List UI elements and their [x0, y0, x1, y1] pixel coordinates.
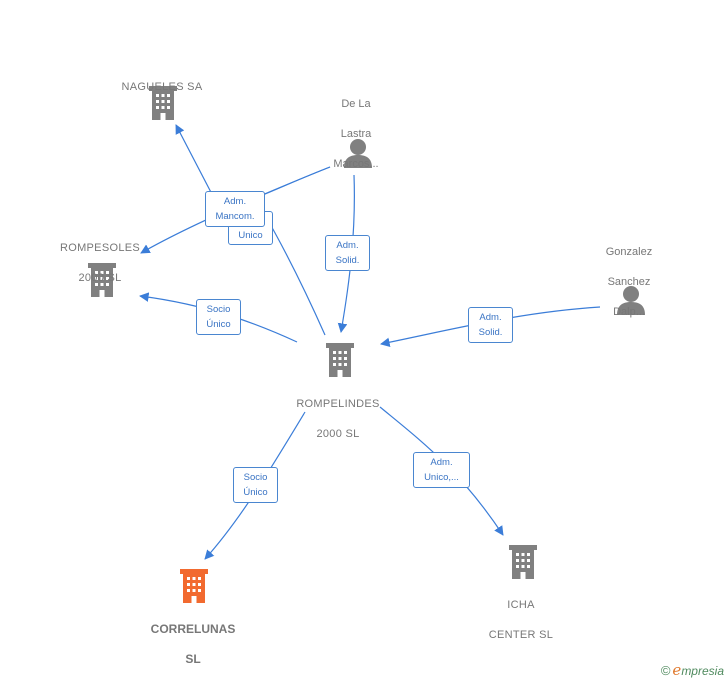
- node-icha[interactable]: ICHA CENTER SL: [466, 583, 576, 658]
- brand-logo-initial: e: [672, 661, 682, 679]
- brand-logo-text: mpresia: [681, 664, 724, 678]
- edge-label-line: Adm.: [223, 196, 247, 207]
- edge-label-line: Único: [243, 487, 268, 498]
- node-label-line: NAGUELES SA: [121, 81, 203, 93]
- copyright-symbol: ©: [660, 663, 671, 678]
- node-label-line: Lastra: [340, 128, 372, 140]
- node-label-line: 2000 SL: [78, 272, 122, 284]
- empresia-watermark: ©empresia: [661, 661, 724, 679]
- node-label-line: ICHA: [507, 599, 535, 611]
- edge-label-line: Adm.: [430, 457, 453, 468]
- edge-rompelindes-unico: [264, 214, 326, 336]
- node-label-line: Sanchez: [607, 276, 651, 288]
- node-rompesoles[interactable]: ROMPESOLES 2000 SL: [45, 226, 155, 301]
- node-label-line: 2000 SL: [316, 428, 360, 440]
- edge-label-line: Unico,...: [424, 472, 459, 483]
- node-label-line: SL: [185, 652, 201, 666]
- edge-label-line: Mancom.: [215, 211, 255, 222]
- node-label-line: De La: [341, 98, 371, 110]
- rompelindes-building-icon: [326, 343, 354, 377]
- edge-label-line: Solid.: [478, 327, 503, 338]
- correlunas-building-icon: [180, 569, 208, 603]
- node-label-line: Gonzalez: [605, 246, 653, 258]
- node-nagueles[interactable]: NAGUELES SA: [102, 65, 222, 110]
- edge-label-line: Socio: [206, 304, 231, 315]
- node-gonzalez[interactable]: Gonzalez Sanchez Dalp...: [589, 230, 669, 335]
- node-label-line: Marcos...: [333, 158, 379, 170]
- edge-label-solid-right[interactable]: Adm. Solid.: [468, 307, 513, 343]
- edge-label-line: Único: [206, 319, 231, 330]
- edge-label-solid-top[interactable]: Adm. Solid.: [325, 235, 370, 271]
- node-correlunas[interactable]: CORRELUNAS SL: [133, 607, 253, 682]
- node-label-line: ROMPESOLES: [59, 242, 141, 254]
- node-rompelindes[interactable]: ROMPELINDES 2000 SL: [278, 382, 398, 457]
- node-label-line: ROMPELINDES: [296, 398, 380, 410]
- node-label-line: CENTER SL: [488, 629, 554, 641]
- edge-label-line: Socio: [243, 472, 268, 483]
- node-delalastra[interactable]: De La Lastra Marcos...: [316, 82, 396, 187]
- edge-label-socio-rompesoles[interactable]: Socio Único: [196, 299, 241, 335]
- edge-label-socio-correlunas[interactable]: Socio Único: [233, 467, 278, 503]
- node-label-line: Dalp...: [613, 306, 645, 318]
- icha-building-icon: [509, 545, 537, 579]
- edge-label-line: Solid.: [335, 255, 360, 266]
- edge-label-line: Adm.: [479, 312, 502, 323]
- edge-label-mancom[interactable]: Adm. Mancom.: [205, 191, 265, 227]
- edge-label-line: Unico: [238, 230, 263, 241]
- edge-label-line: Adm.: [336, 240, 359, 251]
- node-label-line: CORRELUNAS: [150, 622, 236, 636]
- edge-label-unico-icha[interactable]: Adm. Unico,...: [413, 452, 470, 488]
